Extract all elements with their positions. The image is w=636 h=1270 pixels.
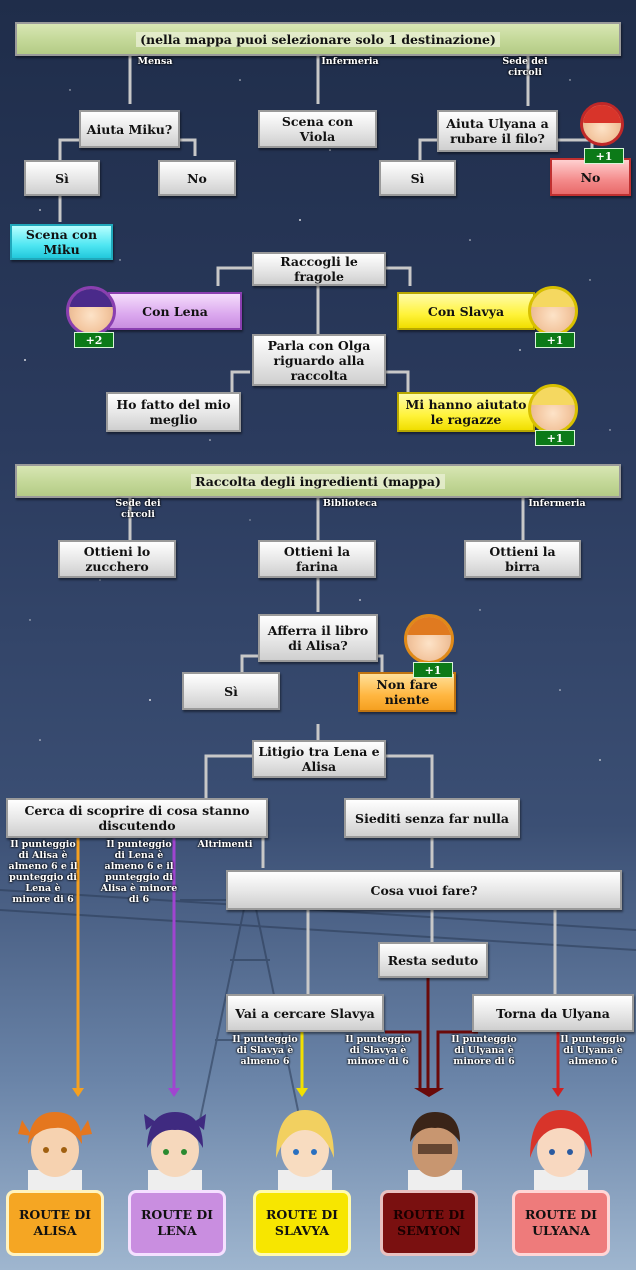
viola-scene[interactable]: Scena con Viola (258, 110, 377, 148)
route-slavya[interactable]: ROUTE DI SLAVYA (253, 1190, 351, 1256)
quarrel-event[interactable]: Litigio tra Lena e Alisa (252, 740, 386, 778)
route-ulyana[interactable]: ROUTE DI ULYANA (512, 1190, 610, 1256)
ulyana-question[interactable]: Aiuta Ulyana a rubare il filo? (437, 110, 558, 152)
miku-no[interactable]: No (158, 160, 236, 196)
route-lena[interactable]: ROUTE DI LENA (128, 1190, 226, 1256)
sit-idle[interactable]: Siediti senza far nulla (344, 798, 520, 838)
condition-alisa: Il punteggio di Alisa è almeno 6 e il pu… (6, 839, 80, 905)
girls-helped[interactable]: Mi hanno aiutato le ragazze (397, 392, 535, 432)
strawberries-question[interactable]: Raccogli le fragole (252, 252, 386, 286)
alisa-portrait (10, 1100, 100, 1190)
lena-points-badge: +2 (74, 332, 114, 348)
route-ulyana-label: ROUTE DI ULYANA (515, 1207, 607, 1239)
route-semyon[interactable]: ROUTE DI SEMYON (380, 1190, 478, 1256)
girls-helped-points-badge: +1 (535, 430, 575, 446)
map-option-infermeria: Infermeria (310, 56, 390, 67)
condition-else: Altrimenti (190, 839, 260, 850)
map-choice-label: (nella mappa puoi selezionare solo 1 des… (136, 32, 500, 47)
find-slavya[interactable]: Vai a cercare Slavya (226, 994, 384, 1032)
find-out[interactable]: Cerca di scoprire di cosa stanno discute… (6, 798, 268, 838)
back-ulyana[interactable]: Torna da Ulyana (472, 994, 634, 1032)
get-beer[interactable]: Ottieni la birra (464, 540, 581, 578)
alisa-avatar (404, 614, 454, 664)
book-nothing[interactable]: Non fare niente (358, 672, 456, 712)
map-choice-banner[interactable]: (nella mappa puoi selezionare solo 1 des… (15, 22, 621, 56)
condition-slavya-yes: Il punteggio di Slavya è almeno 6 (228, 1034, 302, 1067)
miku-scene[interactable]: Scena con Miku (10, 224, 113, 260)
what-do-question[interactable]: Cosa vuoi fare? (226, 870, 622, 910)
slavya-portrait (260, 1100, 350, 1190)
slavya-avatar (528, 286, 578, 336)
route-alisa-label: ROUTE DI ALISA (9, 1207, 101, 1239)
miku-yes[interactable]: Sì (24, 160, 100, 196)
ingredients-map-banner[interactable]: Raccolta degli ingredienti (mappa) (15, 464, 621, 498)
route-semyon-label: ROUTE DI SEMYON (383, 1207, 475, 1239)
did-best[interactable]: Ho fatto del mio meglio (106, 392, 241, 432)
ulyana-yes[interactable]: Sì (379, 160, 456, 196)
condition-lena: Il punteggio di Lena è almeno 6 e il pun… (100, 839, 178, 905)
condition-slavya-no: Il punteggio di Slavya è minore di 6 (340, 1034, 416, 1067)
olga-talk[interactable]: Parla con Olga riguardo alla raccolta (252, 334, 386, 386)
stay-seated[interactable]: Resta seduto (378, 942, 488, 978)
semyon-portrait (390, 1100, 480, 1190)
condition-ulyana-no: Il punteggio di Ulyana è minore di 6 (446, 1034, 522, 1067)
ulyana-avatar (580, 102, 624, 146)
miku-question[interactable]: Aiuta Miku? (79, 110, 180, 148)
with-slavya[interactable]: Con Slavya (397, 292, 535, 330)
ulyana-portrait (516, 1100, 606, 1190)
route-slavya-label: ROUTE DI SLAVYA (256, 1207, 348, 1239)
book-nothing-points-badge: +1 (413, 662, 453, 678)
get-sugar[interactable]: Ottieni lo zucchero (58, 540, 176, 578)
slavya-points-badge: +1 (535, 332, 575, 348)
ingredients-option-sede: Sede dei circoli (105, 498, 171, 520)
ingredients-option-infermeria: Infermeria (520, 498, 594, 509)
ingredients-option-biblioteca: Biblioteca (315, 498, 385, 509)
ingredients-map-label: Raccolta degli ingredienti (mappa) (191, 474, 445, 489)
condition-ulyana-yes: Il punteggio di Ulyana è almeno 6 (556, 1034, 630, 1067)
map-option-mensa: Mensa (125, 56, 185, 67)
with-lena[interactable]: Con Lena (108, 292, 242, 330)
lena-avatar (66, 286, 116, 336)
map-option-sede-circoli: Sede dei circoli (495, 56, 555, 78)
ulyana-points-badge: +1 (584, 148, 624, 164)
slavya-avatar-2 (528, 384, 578, 434)
get-flour[interactable]: Ottieni la farina (258, 540, 376, 578)
alisa-book-question[interactable]: Afferra il libro di Alisa? (258, 614, 378, 662)
route-lena-label: ROUTE DI LENA (131, 1207, 223, 1239)
lena-portrait (130, 1100, 220, 1190)
book-yes[interactable]: Sì (182, 672, 280, 710)
route-alisa[interactable]: ROUTE DI ALISA (6, 1190, 104, 1256)
